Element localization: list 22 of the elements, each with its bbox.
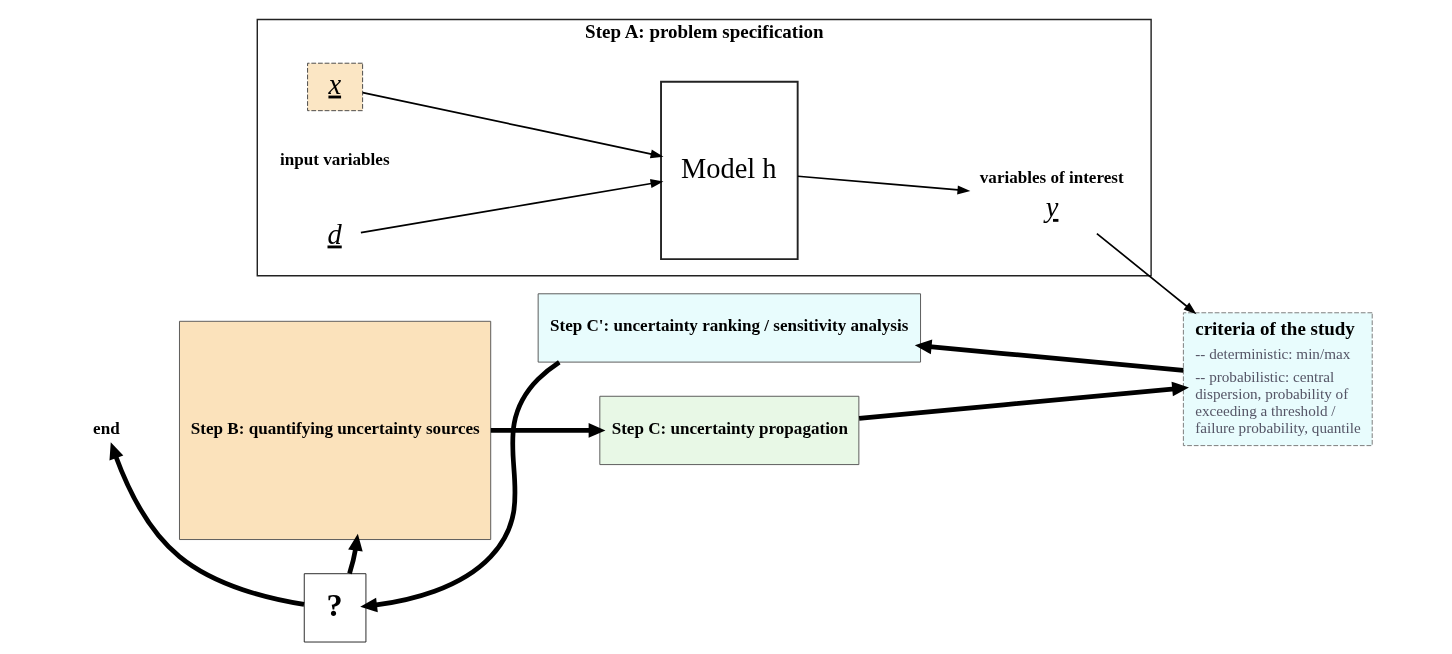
- node-box: Step C: uncertainty propagation: [598, 395, 859, 466]
- arrow: [346, 533, 363, 575]
- node-label: variables of interest: [979, 168, 1124, 188]
- node-text: d: [327, 218, 342, 250]
- arrow: [796, 175, 970, 195]
- arrow: [1095, 232, 1196, 315]
- arrow: [914, 339, 1184, 373]
- node-box: criteria of the study -- deterministic: min/max -- probabilistic: central dispersion, probability of exceeding a threshold / failure probability, quantile: [1182, 312, 1373, 447]
- node-text: end: [92, 418, 120, 438]
- node-box: x: [306, 62, 363, 112]
- arrow: [359, 179, 663, 234]
- arrow: [858, 381, 1189, 421]
- arrow: [359, 360, 561, 613]
- node-text: y: [1045, 191, 1058, 223]
- label: input variables: [279, 150, 390, 170]
- node-box: Model h: [659, 80, 799, 261]
- arrow: [361, 91, 664, 159]
- arrow: [490, 423, 605, 438]
- node-box: ?: [303, 573, 366, 643]
- node-box: Step C': uncertainty ranking / sensitivity analysis: [537, 293, 921, 363]
- arrow: [108, 442, 304, 607]
- node-box: Step B: quantifying uncertainty sources: [178, 320, 491, 541]
